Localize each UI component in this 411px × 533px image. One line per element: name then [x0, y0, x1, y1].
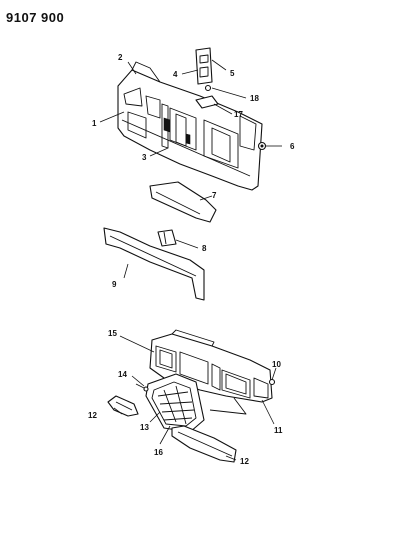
callout-9: 9 — [112, 280, 117, 289]
latch-support-plate — [195, 84, 219, 109]
screw — [135, 383, 149, 392]
callout-5: 5 — [230, 69, 235, 78]
callout-16: 16 — [154, 448, 163, 457]
radiator-support-panel — [117, 61, 263, 191]
callout-4: 4 — [173, 70, 178, 79]
filler-left — [107, 395, 139, 417]
filler-lower — [171, 425, 237, 463]
callout-14: 14 — [118, 370, 127, 379]
hood-latch-bracket — [195, 47, 213, 85]
leader-lines — [99, 59, 282, 461]
callout-3: 3 — [142, 153, 147, 162]
callout-11: 11 — [274, 426, 283, 435]
callout-12-lower: 12 — [240, 457, 249, 466]
fastener — [268, 378, 276, 386]
callout-10: 10 — [272, 360, 281, 369]
callout-7: 7 — [212, 191, 217, 200]
diagram-code: 9107 900 — [6, 10, 65, 25]
callout-2: 2 — [118, 53, 123, 62]
callout-15: 15 — [108, 329, 117, 338]
lower-panel-strip — [149, 181, 217, 223]
callout-18: 18 — [250, 94, 259, 103]
callout-12-left: 12 — [88, 411, 97, 420]
front-end-panel — [149, 329, 273, 415]
callout-17: 17 — [234, 110, 243, 119]
grille — [145, 373, 205, 433]
retainer-clip — [157, 229, 177, 247]
air-deflector — [103, 227, 205, 301]
nut — [257, 141, 267, 151]
callout-6: 6 — [290, 142, 295, 151]
callout-1: 1 — [92, 119, 97, 128]
callout-8: 8 — [202, 244, 207, 253]
callout-13: 13 — [140, 423, 149, 432]
